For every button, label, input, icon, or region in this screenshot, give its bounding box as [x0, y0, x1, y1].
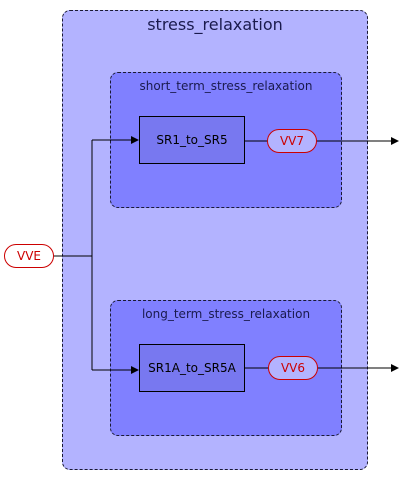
- vv6-label: VV6: [280, 361, 306, 375]
- vve-label: VVE: [17, 249, 41, 263]
- vv6-output-port[interactable]: VV6: [268, 356, 318, 380]
- vv7-output-port[interactable]: VV7: [267, 129, 317, 153]
- sr1-to-sr5-block[interactable]: SR1_to_SR5: [139, 116, 245, 164]
- vve-input-port[interactable]: VVE: [4, 244, 54, 268]
- sr1-to-sr5-label: SR1_to_SR5: [156, 133, 228, 147]
- sr1a-to-sr5a-block[interactable]: SR1A_to_SR5A: [139, 344, 245, 392]
- vv7-label: VV7: [279, 134, 305, 148]
- sr1a-to-sr5a-label: SR1A_to_SR5A: [148, 361, 236, 375]
- long-term-group-title: long_term_stress_relaxation: [141, 307, 311, 321]
- short-term-group-title: short_term_stress_relaxation: [139, 79, 313, 93]
- subsystem-title: stress_relaxation: [147, 15, 283, 34]
